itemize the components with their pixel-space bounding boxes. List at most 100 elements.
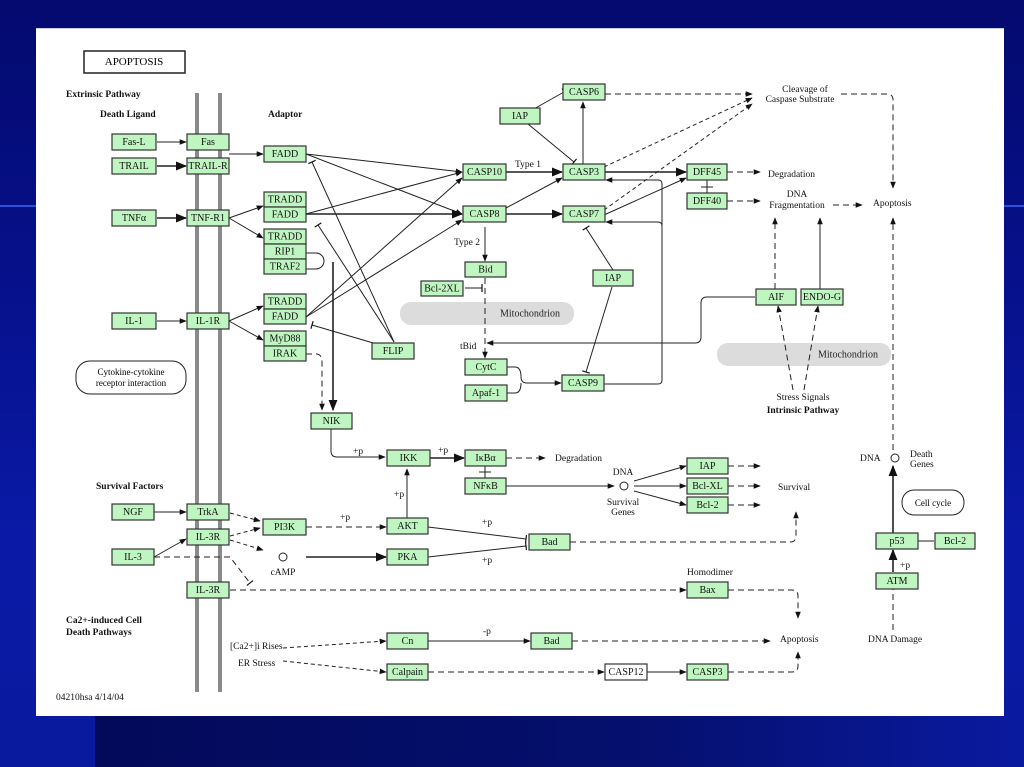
- gene-node-bax[interactable]: Bax: [686, 581, 729, 599]
- gene-node-trail[interactable]: TRAIL: [111, 157, 157, 175]
- svg-text:TRAIL: TRAIL: [119, 161, 148, 172]
- svg-text:CytC: CytC: [475, 362, 496, 373]
- svg-text:CASP10: CASP10: [467, 167, 502, 178]
- dna-compound-icon: [890, 453, 900, 463]
- gene-node-fadd1[interactable]: FADD: [263, 145, 307, 163]
- gene-node-apaf1[interactable]: Apaf-1: [464, 384, 508, 402]
- svg-text:FADD: FADD: [272, 210, 298, 221]
- gene-node-p53[interactable]: p53: [875, 532, 919, 550]
- gene-node-ngf[interactable]: NGF: [111, 503, 155, 521]
- gene-node-cytc[interactable]: CytC: [464, 358, 508, 376]
- gene-node-dff40[interactable]: DFF40: [686, 192, 728, 210]
- gene-node-traf2[interactable]: TRAF2: [263, 258, 307, 275]
- gene-node-tradd3[interactable]: TRADD: [263, 293, 307, 310]
- gene-node-fas[interactable]: Fas: [186, 133, 230, 151]
- label-phospho: +p: [900, 561, 910, 571]
- label-stress-signals: Stress Signals: [776, 393, 829, 403]
- svg-text:CASP9: CASP9: [568, 378, 598, 389]
- gene-node-casp10[interactable]: CASP10: [462, 163, 507, 181]
- mitochondrion-compartment: Mitochondrion: [400, 302, 574, 325]
- gene-node-iap2[interactable]: IAP: [592, 269, 634, 287]
- gene-node-il3r1[interactable]: IL-3R: [186, 528, 230, 546]
- label-dna-fragmentation: DNA: [787, 190, 808, 200]
- gene-node-pka[interactable]: PKA: [386, 548, 429, 566]
- gene-node-trailr[interactable]: TRAIL-R: [186, 157, 230, 175]
- gene-node-bcl2a[interactable]: Bcl-2: [686, 496, 729, 514]
- gene-node-endog[interactable]: ENDO-G: [800, 288, 844, 306]
- gene-node-myd88[interactable]: MyD88: [263, 330, 307, 347]
- gene-node-atm[interactable]: ATM: [875, 572, 919, 590]
- gene-node-dff45[interactable]: DFF45: [686, 163, 728, 181]
- svg-text:IAP: IAP: [605, 273, 622, 284]
- gene-node-irak[interactable]: IRAK: [263, 345, 307, 362]
- gene-node-casp3[interactable]: CASP3: [562, 163, 606, 181]
- gene-node-trka[interactable]: TrkA: [186, 503, 230, 521]
- gene-node-iap3[interactable]: IAP: [686, 457, 729, 475]
- section-label-adaptor: Adaptor: [268, 110, 303, 120]
- gene-node-casp6[interactable]: CASP6: [562, 83, 606, 101]
- svg-text:TRAF2: TRAF2: [270, 262, 301, 273]
- gene-node-fadd3[interactable]: FADD: [263, 308, 307, 325]
- gene-node-tnfr1[interactable]: TNF-R1: [186, 209, 230, 227]
- svg-text:IL-1R: IL-1R: [196, 316, 221, 327]
- gene-node-flip[interactable]: FLIP: [371, 342, 415, 360]
- gene-node-casp9[interactable]: CASP9: [561, 374, 605, 392]
- gene-node-iap1[interactable]: IAP: [499, 107, 541, 125]
- label-type1: Type 1: [515, 160, 541, 170]
- gene-node-il3[interactable]: IL-3: [111, 548, 155, 566]
- cytokine-interaction-link[interactable]: Cytokine-cytokine receptor interaction: [75, 360, 187, 395]
- gene-node-fasl[interactable]: Fas-L: [111, 133, 157, 151]
- svg-text:TNF-R1: TNF-R1: [191, 213, 225, 224]
- cell-cycle-link[interactable]: Cell cycle: [901, 489, 965, 516]
- section-label-survival-factors: Survival Factors: [96, 482, 164, 492]
- gene-node-aif[interactable]: AIF: [755, 288, 797, 306]
- gene-node-il1[interactable]: IL-1: [111, 312, 157, 330]
- background-footer-band: [95, 715, 1024, 767]
- svg-text:FLIP: FLIP: [383, 346, 404, 357]
- svg-text:NFκB: NFκB: [473, 481, 498, 492]
- svg-text:Bad: Bad: [543, 636, 559, 647]
- svg-text:Cn: Cn: [402, 636, 414, 647]
- gene-node-tradd1[interactable]: TRADD: [263, 191, 307, 208]
- gene-node-fadd2[interactable]: FADD: [263, 206, 307, 223]
- gene-node-calpain[interactable]: Calpain: [386, 663, 429, 681]
- svg-text:IRAK: IRAK: [273, 349, 298, 360]
- gene-node-casp7[interactable]: CASP7: [562, 205, 606, 223]
- gene-node-bcl2b[interactable]: Bcl-2: [934, 532, 976, 550]
- gene-node-tnfa[interactable]: TNFα: [111, 209, 157, 227]
- gene-node-ikba[interactable]: IκBα: [464, 449, 507, 467]
- gene-node-il1r[interactable]: IL-1R: [186, 312, 230, 330]
- label-cleavage: Cleavage of: [782, 84, 828, 95]
- gene-node-bid[interactable]: Bid: [464, 261, 507, 278]
- gene-node-bad1[interactable]: Bad: [528, 533, 571, 551]
- svg-text:TRADD: TRADD: [268, 232, 302, 243]
- gene-node-cn[interactable]: Cn: [386, 632, 429, 650]
- gene-node-casp8[interactable]: CASP8: [462, 205, 507, 223]
- svg-text:ENDO-G: ENDO-G: [803, 292, 841, 303]
- gene-node-bad2[interactable]: Bad: [530, 632, 573, 650]
- gene-node-casp12[interactable]: CASP12: [604, 663, 648, 681]
- gene-node-casp3b[interactable]: CASP3: [686, 663, 729, 681]
- svg-text:Fas-L: Fas-L: [122, 137, 145, 148]
- gene-node-ikk[interactable]: IKK: [386, 449, 431, 467]
- svg-text:DFF40: DFF40: [693, 196, 721, 207]
- section-label-intrinsic: Intrinsic Pathway: [767, 406, 840, 416]
- gene-node-nfkb[interactable]: NFκB: [464, 477, 507, 495]
- svg-text:IκBα: IκBα: [475, 453, 496, 464]
- label-phospho: +p: [353, 447, 363, 457]
- svg-text:RIP1: RIP1: [275, 247, 296, 258]
- gene-node-bcl2xl[interactable]: Bcl-2XL: [420, 280, 464, 297]
- svg-text:NIK: NIK: [323, 416, 342, 427]
- label-death-genes: Death: [910, 450, 933, 460]
- svg-text:CASP6: CASP6: [569, 87, 599, 98]
- gene-node-rip1[interactable]: RIP1: [263, 243, 307, 260]
- gene-node-nik[interactable]: NIK: [310, 412, 353, 430]
- svg-text:CASP12: CASP12: [608, 667, 643, 678]
- gene-node-il3r2[interactable]: IL-3R: [186, 581, 230, 599]
- gene-node-akt[interactable]: AKT: [386, 517, 429, 535]
- label-dna-damage: DNA Damage: [868, 635, 922, 645]
- gene-node-bclxl[interactable]: Bcl-XL: [686, 477, 729, 495]
- label-dephospho: -p: [483, 627, 491, 637]
- gene-node-tradd2[interactable]: TRADD: [263, 228, 307, 245]
- gene-node-pi3k[interactable]: PI3K: [262, 518, 307, 536]
